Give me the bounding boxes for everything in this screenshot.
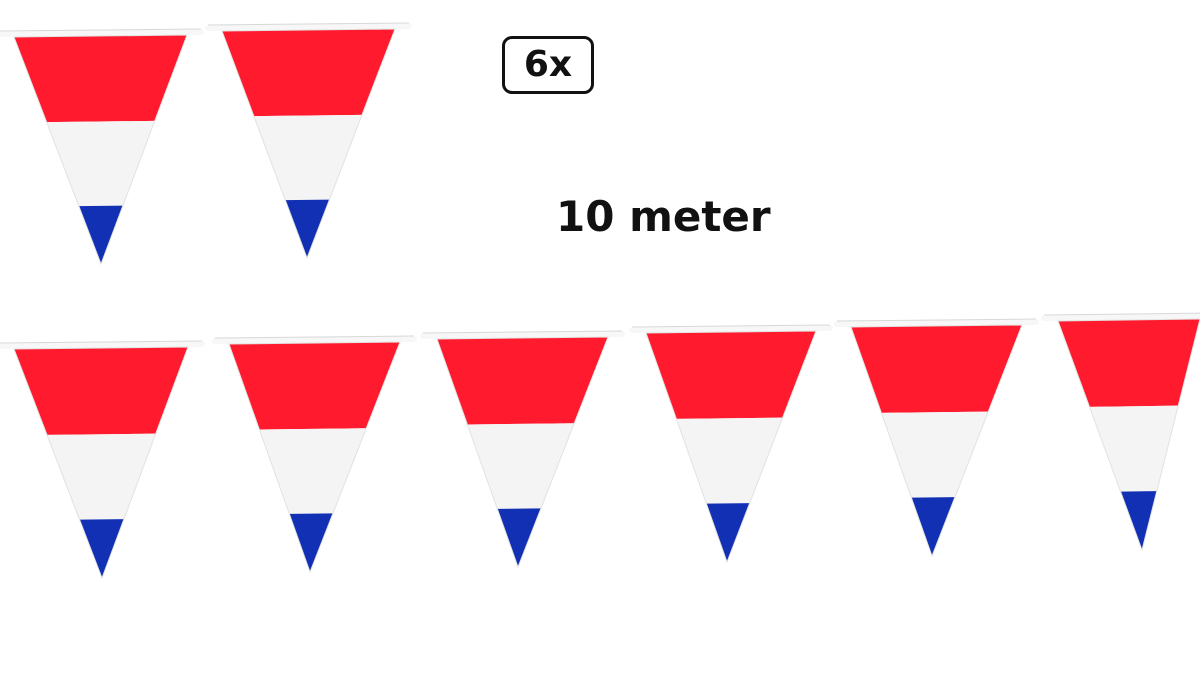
bottom-row-rope-edge-2 bbox=[214, 335, 415, 339]
bottom-row-pennant-5 bbox=[850, 324, 1023, 558]
pennant-stripe-red bbox=[437, 337, 608, 425]
pennant-stripe-red bbox=[851, 325, 1022, 413]
pennant-layer bbox=[13, 28, 1200, 580]
pennant-stripe-blue bbox=[285, 199, 330, 258]
pennant-stripe-blue bbox=[497, 508, 541, 567]
pennant-stripe-blue bbox=[78, 205, 123, 264]
pennant-outline bbox=[228, 341, 401, 574]
pennant-stripe-red bbox=[14, 347, 188, 435]
top-row-rope-2 bbox=[205, 23, 412, 31]
top-row-rope-edge-2 bbox=[207, 22, 410, 26]
pennant-outline bbox=[13, 34, 188, 266]
pennant-stripe-white bbox=[676, 417, 783, 504]
pennant-stripe-white bbox=[881, 411, 989, 498]
pennant-outline bbox=[1057, 318, 1200, 552]
bottom-row-rope-5 bbox=[834, 319, 1039, 327]
pennant-outline bbox=[850, 324, 1023, 558]
pennant-stripe-white bbox=[259, 428, 367, 514]
pennant-stripe-red bbox=[222, 29, 395, 117]
bottom-row-rope-4 bbox=[629, 325, 833, 333]
pennant-stripe-white bbox=[1089, 405, 1179, 492]
pennant-stripe-white bbox=[46, 120, 155, 207]
bottom-row-rope-3 bbox=[420, 331, 625, 339]
bottom-row-pennant-1 bbox=[13, 346, 189, 580]
bottom-row-rope-edge-6 bbox=[1043, 312, 1200, 316]
length-label: 10 meter bbox=[556, 192, 771, 241]
top-row-pennant-2 bbox=[221, 28, 396, 260]
pennant-outline bbox=[13, 346, 189, 580]
bottom-row-rope-edge-4 bbox=[631, 324, 831, 328]
top-row-rope-edge-1 bbox=[0, 28, 202, 32]
bottom-row-pennant-2 bbox=[228, 341, 401, 574]
pennant-stripe-white bbox=[47, 433, 156, 520]
pennant-outline bbox=[221, 28, 396, 260]
pennant-stripe-blue bbox=[1120, 491, 1157, 550]
quantity-badge: 6x bbox=[502, 36, 594, 94]
bottom-row-pennant-3 bbox=[436, 336, 609, 569]
pennant-stripe-blue bbox=[79, 519, 124, 578]
pennant-stripe-white bbox=[467, 423, 575, 509]
top-row-rope-1 bbox=[0, 29, 204, 37]
top-row-pennant-1 bbox=[13, 34, 188, 266]
bottom-row-rope-1 bbox=[0, 341, 205, 349]
bottom-row-pennant-4 bbox=[645, 330, 817, 564]
rope-layer bbox=[0, 22, 1200, 349]
pennant-stripe-red bbox=[229, 342, 400, 430]
pennant-stripe-blue bbox=[289, 513, 333, 572]
pennant-stripe-red bbox=[646, 331, 816, 419]
pennant-stripe-blue bbox=[706, 503, 750, 562]
pennant-stripe-red bbox=[1058, 319, 1200, 407]
bottom-row-rope-edge-3 bbox=[422, 330, 623, 334]
bottom-row-rope-edge-5 bbox=[836, 318, 1037, 322]
pennant-stripe-blue bbox=[911, 497, 955, 556]
bottom-row-rope-2 bbox=[212, 336, 417, 344]
pennant-stripe-red bbox=[14, 35, 187, 123]
pennant-outline bbox=[436, 336, 609, 569]
bottom-row-rope-edge-1 bbox=[0, 340, 203, 344]
bottom-row-pennant-6 bbox=[1057, 318, 1200, 552]
pennant-stripe-white bbox=[253, 114, 362, 201]
pennant-outline bbox=[645, 330, 817, 564]
quantity-text: 6x bbox=[523, 44, 573, 85]
bottom-row-rope-6 bbox=[1041, 313, 1200, 321]
